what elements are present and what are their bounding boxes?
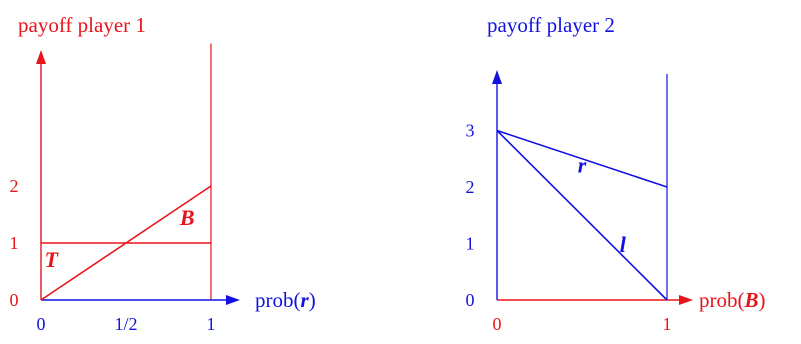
chart1-series-B-label: B (179, 205, 195, 230)
chart2-y-tick-label-1: 1 (466, 234, 475, 254)
chart2-title: payoff player 2 (487, 13, 615, 37)
chart1-y-axis-arrow (36, 50, 46, 64)
chart2-series-l-label: l (620, 232, 627, 257)
chart2-series-r-label: r (578, 152, 587, 177)
chart2-series-r-line (496, 129, 668, 188)
chart2-x-axis-arrow (679, 295, 693, 305)
chart2-y-tick-label-2: 2 (466, 177, 475, 197)
chart1-series-T-label: T (44, 247, 59, 272)
chart2-x-axis-label: prob(B) (699, 288, 766, 312)
chart1-x-tick-label-0: 0 (37, 314, 46, 334)
chart1-series-B-line (40, 185, 212, 301)
chart2-x-tick-label-0: 0 (493, 314, 502, 334)
chart1-x-tick-label-2: 1 (207, 314, 216, 334)
chart1-y-tick-label-2: 2 (10, 176, 19, 196)
chart1-y-tick-label-0: 0 (10, 290, 19, 310)
chart2-y-tick-label-3: 3 (466, 121, 475, 141)
chart1-x-tick-label-1: 1/2 (114, 314, 137, 334)
chart2-x-tick-label-1: 1 (663, 314, 672, 334)
chart1-x-axis-arrow (226, 295, 240, 305)
chart2-y-tick-label-0: 0 (466, 290, 475, 310)
chart1-x-axis-label: prob(r) (255, 288, 316, 312)
chart2-y-axis-arrow (492, 70, 502, 84)
chart1-y-tick-label-1: 1 (10, 233, 19, 253)
chart1-title: payoff player 1 (18, 13, 146, 37)
chart2-series-l-line (496, 129, 668, 301)
